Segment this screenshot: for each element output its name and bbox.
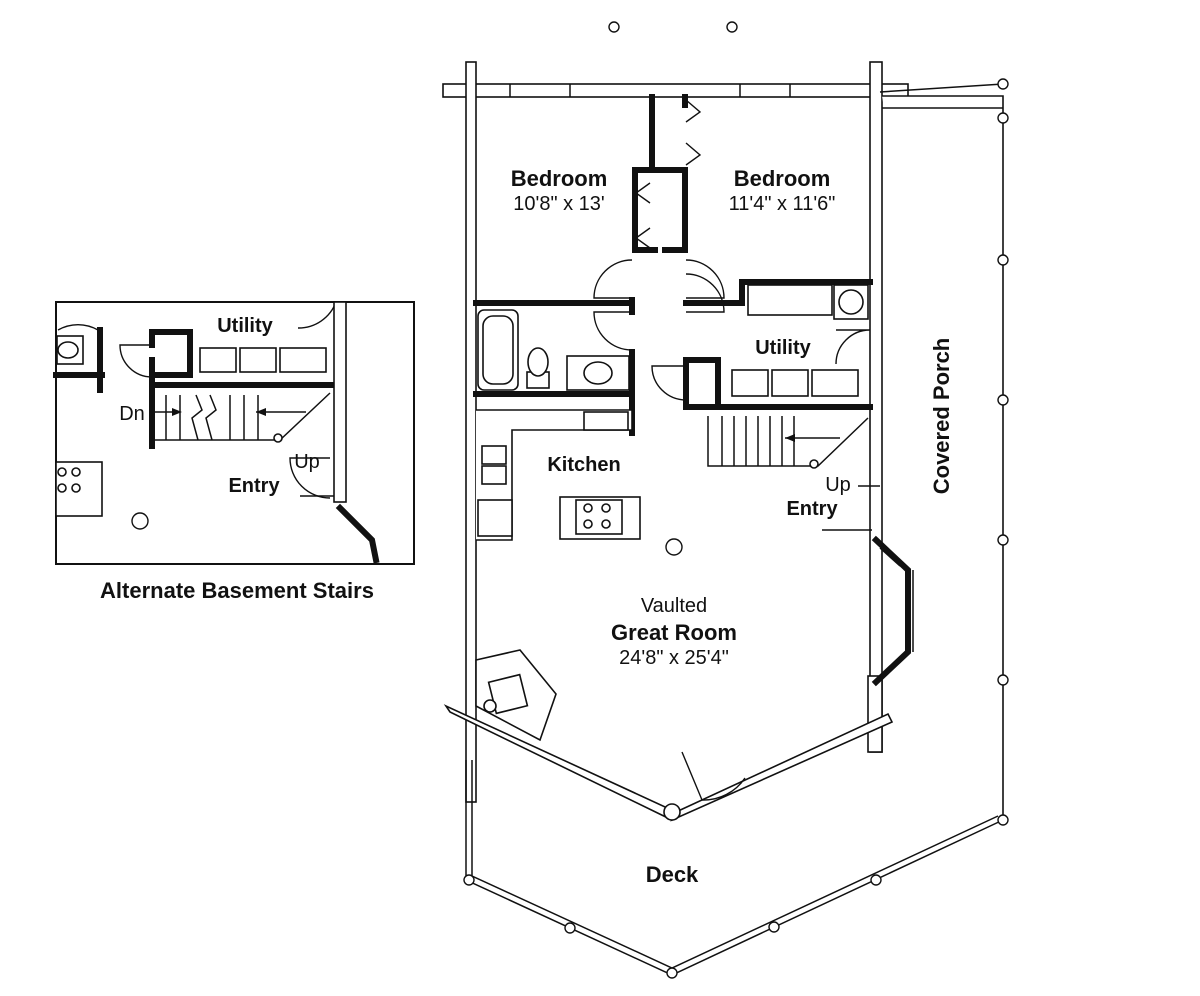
room-size-great-room: 24'8" x 25'4" <box>619 647 729 669</box>
alternate-stairs-inset: Utility Dn Up Entry <box>53 301 415 565</box>
covered-porch <box>879 83 1004 820</box>
room-name-utility: Utility <box>755 337 811 359</box>
ceiling-light <box>665 538 683 556</box>
vent-marker <box>608 21 620 33</box>
room-name-great-room: Great Room <box>611 620 737 645</box>
kitchen-counters <box>476 409 633 541</box>
room-name-bedroom-right: Bedroom <box>734 166 831 191</box>
inset-room-name-entry: Entry <box>228 475 280 497</box>
room-name-entry: Entry <box>786 498 838 520</box>
rail-posts <box>463 78 1009 979</box>
room-size-bedroom-right: 11'4" x 11'6" <box>729 193 836 215</box>
room-size-bedroom-left: 10'8" x 13' <box>513 193 604 215</box>
room-name-deck: Deck <box>646 862 699 887</box>
vent-marker <box>726 21 738 33</box>
stairs-right <box>707 416 869 469</box>
room-name-kitchen: Kitchen <box>547 454 620 476</box>
room-prefix-great-room: Vaulted <box>641 595 707 617</box>
inset-stairs-down-label: Dn <box>119 403 145 425</box>
kitchen-island <box>559 496 641 540</box>
inset-stairs-up-label: Up <box>294 451 320 473</box>
room-name-covered-porch: Covered Porch <box>929 338 954 495</box>
room-name-bedroom-left: Bedroom <box>511 166 608 191</box>
bathroom-fixtures <box>477 309 630 391</box>
ceiling-light <box>131 512 149 530</box>
main-floor-plan: Bedroom 10'8" x 13' Bedroom 11'4" x 11'6… <box>442 21 1009 979</box>
utility-fixtures <box>731 284 869 397</box>
interior-walls <box>473 94 873 436</box>
wood-stove <box>475 649 557 742</box>
stairs-up-label: Up <box>825 474 851 496</box>
inset-caption: Alternate Basement Stairs <box>100 578 374 603</box>
inset-room-name-utility: Utility <box>217 315 273 337</box>
